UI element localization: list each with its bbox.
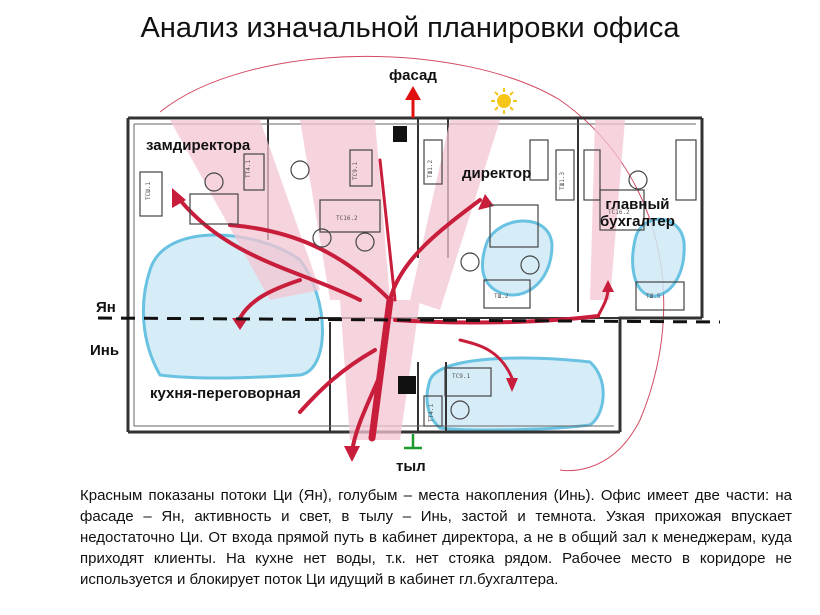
desk-director xyxy=(489,204,539,248)
cabinet-accountant-3 xyxy=(583,149,601,201)
accumulation-zone-south xyxy=(425,356,605,432)
furniture-tags: ТТ4.1 ТСШ.1 ТС16.2 ТШ1.2 ТШ1.3 ТС9.1 ТШ.… xyxy=(145,160,661,422)
furniture-tag: ТШ1.2 xyxy=(427,160,434,178)
flow-corridor-center xyxy=(300,120,390,300)
arrowhead-exit xyxy=(344,446,360,462)
description-text: Красным показаны потоки Ци (Ян), голубым… xyxy=(80,487,792,588)
yin-yang-divider xyxy=(97,316,721,324)
label-chief-accountant-line1: главный xyxy=(605,196,670,213)
accumulation-zone-accountant xyxy=(631,217,686,298)
chair-accountant xyxy=(628,170,648,190)
desk-deputy xyxy=(189,193,239,225)
arrowhead-south xyxy=(506,378,518,392)
label-yang: Ян xyxy=(96,299,116,316)
cabinet-director-1 xyxy=(423,139,443,185)
qi-flow-south xyxy=(458,338,514,380)
furniture-tag: ТС16.2 xyxy=(336,215,358,222)
label-director: директор xyxy=(462,165,532,182)
furniture-tag: ТШ.5 xyxy=(646,293,661,300)
label-chief-accountant-line2: бухгалтер xyxy=(600,213,675,230)
cabinet-entry xyxy=(423,395,443,427)
cabinet-center xyxy=(349,149,373,187)
cabinet-accountant xyxy=(675,139,697,201)
chair-center-2 xyxy=(355,232,375,252)
qi-flows xyxy=(178,158,610,454)
label-kitchen-meeting: кухня-переговорная xyxy=(150,385,301,402)
chair-south xyxy=(450,400,470,420)
cabinet-accountant-2 xyxy=(635,281,685,311)
arrowhead-west xyxy=(172,188,186,208)
furniture-tag: ТС9.1 xyxy=(352,162,359,180)
chair-center xyxy=(290,160,310,180)
column-entry xyxy=(398,376,416,394)
furniture-tag: ТС9.1 xyxy=(452,373,470,380)
furniture-tag: ТТ4.1 xyxy=(245,160,252,178)
flow-corridor-deputy xyxy=(170,120,320,300)
cabinet-director-4 xyxy=(483,279,531,309)
qi-flow-center-up xyxy=(378,158,397,302)
label-chief-accountant: главный бухгалтер xyxy=(600,196,675,230)
furniture-tag: ТТ4.1 xyxy=(428,404,435,422)
cabinet-director-2 xyxy=(529,139,549,181)
chair-deputy xyxy=(204,172,224,192)
arrowhead-west-down xyxy=(232,318,248,330)
desk-center xyxy=(319,199,381,233)
accumulation-zone-director xyxy=(481,219,554,297)
chair-center-3 xyxy=(312,228,332,248)
cabinet-director-3 xyxy=(555,149,575,201)
furniture-tag: ТШ.2 xyxy=(494,293,509,300)
qi-flow-up-deputy xyxy=(228,223,392,302)
column-north xyxy=(393,126,407,142)
furniture xyxy=(139,139,697,427)
qi-flow-west xyxy=(178,198,362,302)
desk-south xyxy=(444,367,492,397)
sun-icon xyxy=(491,88,517,114)
cabinet-west xyxy=(139,171,163,217)
label-deputy-director: замдиректора xyxy=(146,137,251,154)
slide-title: Анализ изначальной планировки офиса xyxy=(140,12,680,44)
flow-corridor-accountant xyxy=(590,120,625,300)
furniture-tag: ТС16.2 xyxy=(608,209,630,216)
furniture-tag: ТСШ.1 xyxy=(145,182,152,200)
flow-corridor-director xyxy=(410,120,500,310)
label-back: тыл xyxy=(396,458,426,475)
wall-step-east xyxy=(618,316,702,432)
furniture-tag: ТШ1.3 xyxy=(559,172,566,190)
qi-flow-corridors xyxy=(170,120,625,440)
entrance-marker-icon xyxy=(404,434,422,450)
arrowhead-accountant xyxy=(602,280,614,292)
qi-flow-exit xyxy=(350,378,380,454)
label-facade: фасад xyxy=(389,67,437,84)
label-yin: Инь xyxy=(90,342,120,359)
desk-accountant xyxy=(599,189,645,231)
floor-plan: ТТ4.1 ТСШ.1 ТС16.2 ТШ1.2 ТШ1.3 ТС9.1 ТШ.… xyxy=(97,55,721,472)
arrow-up-icon xyxy=(405,86,421,118)
qi-flow-kitchen xyxy=(298,348,377,414)
qi-flow-west-down xyxy=(238,278,302,320)
qi-flow-main xyxy=(368,296,394,442)
chair-director xyxy=(460,252,480,272)
cabinet-deputy xyxy=(243,153,265,191)
chair-director-2 xyxy=(520,255,540,275)
